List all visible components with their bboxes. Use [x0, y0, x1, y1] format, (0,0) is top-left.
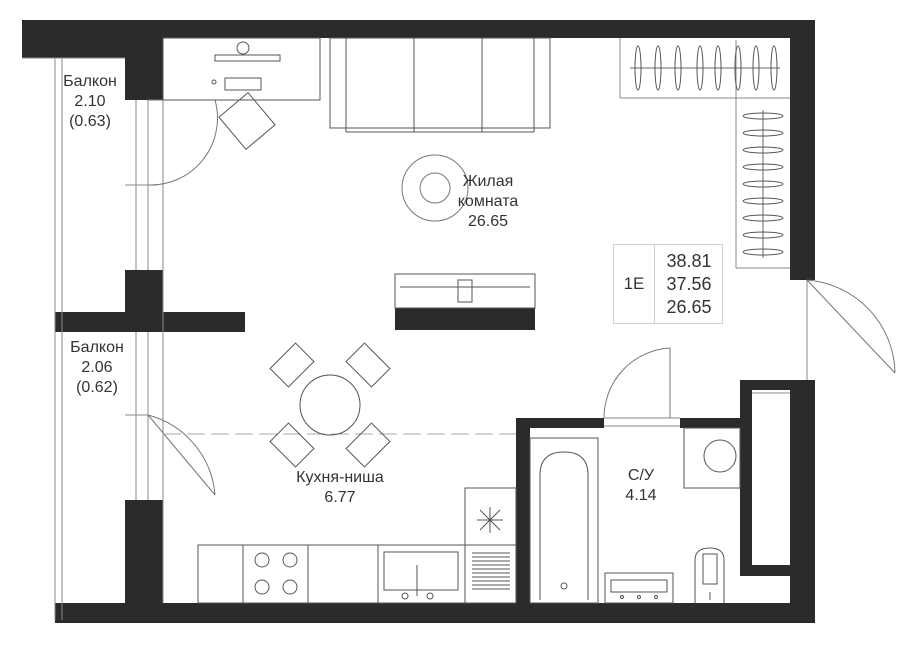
- balcony-1-label: Балкон 2.10 (0.63): [55, 72, 125, 132]
- bathroom-area: 4.14: [625, 487, 657, 504]
- sofa: [329, 37, 551, 133]
- hanger-icon: [674, 45, 682, 91]
- hanger-icon: [770, 45, 778, 91]
- tv-unit: [394, 273, 536, 309]
- hanger-icon: [742, 163, 784, 171]
- hanger-icon: [742, 214, 784, 222]
- balcony-2-label: Балкон 2.06 (0.62): [62, 338, 132, 398]
- wardrobe-hangers: [634, 45, 784, 256]
- thin-lines: [22, 38, 808, 620]
- bathroom-label: С/У 4.14: [606, 466, 676, 506]
- balcony-1-area: 2.10: [74, 93, 106, 110]
- dining-table: [269, 342, 391, 468]
- living-area: 26.65: [666, 296, 712, 317]
- balcony-2-reduced: (0.62): [76, 379, 118, 396]
- hanger-icon: [734, 45, 742, 91]
- coffee-table: [401, 154, 469, 222]
- living-room-name-1: Жилая: [462, 173, 514, 190]
- living-room-area: 26.65: [467, 213, 509, 230]
- total-area: 38.81: [666, 250, 712, 271]
- wardrobe: [630, 67, 780, 258]
- hanger-icon: [742, 231, 784, 239]
- hanger-icon: [742, 112, 784, 120]
- desk: [162, 37, 321, 151]
- door-arcs: [147, 99, 896, 496]
- hanger-icon: [742, 129, 784, 137]
- balcony-2-area: 2.06: [81, 359, 113, 376]
- hanger-icon: [742, 146, 784, 154]
- balcony-1-name: Балкон: [63, 73, 117, 90]
- hanger-icon: [634, 45, 642, 91]
- hanger-icon: [752, 45, 760, 91]
- hanger-icon: [714, 45, 722, 91]
- kitchen-name: Кухня-ниша: [296, 469, 384, 486]
- hanger-icon: [742, 180, 784, 188]
- hanger-icon: [742, 197, 784, 205]
- hanger-icon: [654, 45, 662, 91]
- bathtub: [529, 437, 599, 604]
- total-area-reduced: 37.56: [666, 273, 712, 294]
- hanger-icon: [696, 45, 704, 91]
- living-room-label: Жилая комната 26.65: [440, 172, 536, 232]
- kitchen-label: Кухня-ниша 6.77: [270, 468, 410, 508]
- apartment-area-summary: 1Е 38.81 37.56 26.65: [613, 244, 723, 324]
- sink: [604, 572, 674, 604]
- area-values: 38.81 37.56 26.65: [654, 245, 723, 323]
- hanger-icon: [742, 248, 784, 256]
- bathroom-name: С/У: [627, 467, 655, 484]
- oven-grill: [472, 552, 510, 590]
- balcony-1-reduced: (0.63): [69, 113, 111, 130]
- toilet: [694, 547, 725, 603]
- kitchen-counter: [197, 487, 517, 604]
- balcony-2-name: Балкон: [70, 339, 124, 356]
- washing-machine: [683, 427, 741, 489]
- kitchen-area: 6.77: [324, 489, 356, 506]
- living-room-name-2: комната: [457, 193, 519, 210]
- walls: [22, 20, 815, 623]
- apartment-code: 1Е: [623, 274, 645, 293]
